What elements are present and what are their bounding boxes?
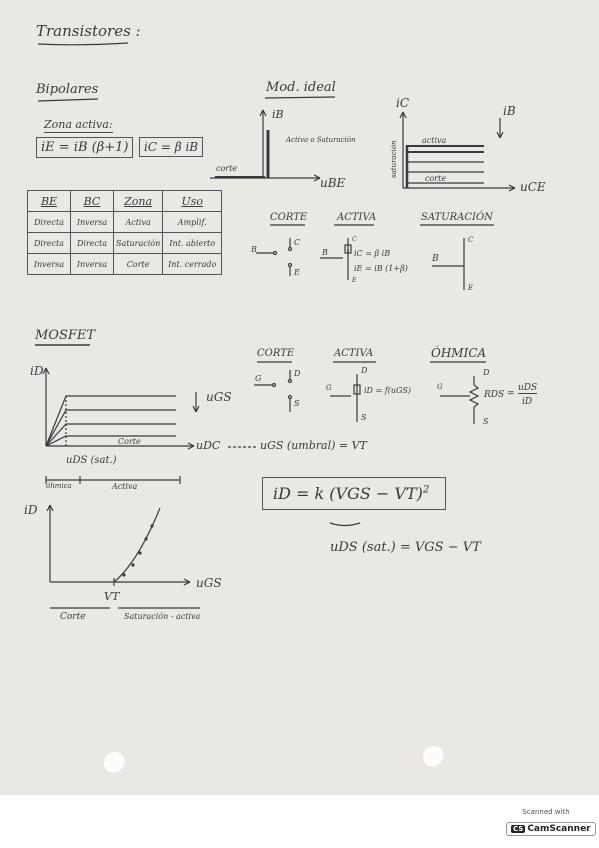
camscanner-watermark: Scanned with CS CamScanner xyxy=(506,808,596,836)
mosfet-corte-drain: D xyxy=(294,369,301,378)
table-cell: Inversa xyxy=(70,211,114,233)
bjt-corte-emitter: E xyxy=(294,268,300,277)
bjt-corte-collector: C xyxy=(294,238,301,247)
mosfet-activa-title: ACTIVA xyxy=(334,348,374,359)
mosfet-graph2-cutoff: Corte xyxy=(60,612,86,622)
camscanner-brand: CamScanner xyxy=(527,824,591,834)
table-header-cell: BC xyxy=(70,190,114,212)
table-row: Inversa Inversa Corte Int. cerrado xyxy=(27,253,223,275)
bjt-activa-eq2: iE = iB (1+β) xyxy=(354,264,408,273)
rds-equals-sign: = xyxy=(507,389,515,399)
mosfet-ohmica-drain: D xyxy=(483,368,490,377)
threshold-voltage-label: uGS (umbral) = VT xyxy=(260,439,367,452)
bjt-graph2-y-axis: iC xyxy=(396,96,410,110)
bjt-saturacion-collector: C xyxy=(468,236,474,244)
table-cell: Activa xyxy=(112,211,164,233)
punch-hole xyxy=(423,746,445,768)
table-cell: Saturación xyxy=(112,232,164,254)
vt-label: VT xyxy=(104,590,120,603)
mosfet-activa-source: S xyxy=(361,413,367,422)
mosfet-ohmica-source: S xyxy=(483,417,489,426)
emitter-current-equation: iE = iB (β+1) xyxy=(36,137,134,158)
scanned-with-text: Scanned with xyxy=(522,808,570,816)
punch-hole xyxy=(104,752,126,774)
active-zone-label: Zona activa: xyxy=(44,118,113,133)
bjt-graph1-cutoff-label: corte xyxy=(216,164,238,173)
bjt-graph1-x-axis: uBE xyxy=(320,176,346,190)
bjt-activa-title: ACTIVA xyxy=(337,212,377,223)
handwritten-drawings xyxy=(35,42,516,609)
bjt-saturacion-title: SATURACIÓN xyxy=(421,212,493,223)
mosfet-activa-gate: G xyxy=(326,384,332,392)
table-cell: Directa xyxy=(27,211,71,233)
bjt-activa-emitter: E xyxy=(352,277,357,284)
bjt-graph2-param: iB xyxy=(503,104,516,118)
mosfet-graph2-y-axis: iD xyxy=(24,503,38,517)
drain-current-equation-text: iD = k (VGS − VT) xyxy=(273,484,423,503)
drain-current-equation: iD = k (VGS − VT)2 xyxy=(262,477,447,510)
mosfet-corte-source: S xyxy=(294,399,300,408)
mosfet-graph1-param: uGS xyxy=(206,390,232,404)
camscanner-badge: CS CamScanner xyxy=(506,822,596,836)
table-row: Directa Inversa Activa Amplif. xyxy=(27,211,223,233)
camscanner-logo-icon: CS xyxy=(511,825,526,833)
table-cell: Corte xyxy=(112,253,164,275)
collector-current-equation: iC = β iB xyxy=(139,137,204,157)
ideal-model-label: Mod. ideal xyxy=(266,80,336,95)
mosfet-graph2-x-axis: uGS xyxy=(196,576,222,590)
bjt-graph2-saturation-label: saturación xyxy=(390,140,398,179)
mosfet-heading: MOSFET xyxy=(35,328,96,343)
table-cell: Directa xyxy=(70,232,114,254)
table-cell: Directa xyxy=(27,232,71,254)
table-row: Directa Directa Saturación Int. abierto xyxy=(27,232,223,254)
bjt-graph1-y-axis: iB xyxy=(272,108,284,121)
table-cell: Inversa xyxy=(70,253,114,275)
ohmic-region-label: óhmica xyxy=(46,482,72,490)
mosfet-corte-gate: G xyxy=(255,374,262,383)
bjt-activa-collector: C xyxy=(352,236,357,243)
page-title: Transistores : xyxy=(36,22,141,40)
rds-numerator: uDS xyxy=(518,383,538,394)
table-header-cell: Uso xyxy=(162,190,223,212)
bjt-corte-title: CORTE xyxy=(270,212,308,223)
table-cell: Int. cerrado xyxy=(162,253,223,275)
mosfet-ohmica-gate: G xyxy=(437,383,443,391)
table-header-cell: Zona xyxy=(112,190,164,212)
mosfet-graph1-y-axis: iD xyxy=(30,364,44,378)
uds-sat-label: uDS (sat.) xyxy=(66,455,117,466)
mosfet-graph1-cutoff: Corte xyxy=(118,437,141,446)
rds-denominator: iD xyxy=(522,397,533,407)
bjt-graph2-cutoff-label: corte xyxy=(425,174,447,183)
table-header-cell: BE xyxy=(27,190,71,212)
bjt-activa-base: B xyxy=(322,248,328,257)
bjt-graph2-x-axis: uCE xyxy=(520,180,546,194)
bjt-graph2-active-label: activa xyxy=(422,136,447,145)
mosfet-ohmica-rds: RDS xyxy=(484,390,505,400)
table-cell: Inversa xyxy=(27,253,71,275)
bjt-graph1-curve-label: Activa o Saturación xyxy=(286,136,356,144)
bjt-saturacion-base: B xyxy=(432,254,439,264)
mosfet-activa-eq: iD = f(uGS) xyxy=(364,386,411,395)
table-cell: Int. abierto xyxy=(162,232,223,254)
mosfet-ohmica-title: ÓHMICA xyxy=(431,346,487,360)
mosfet-activa-drain: D xyxy=(361,366,368,375)
notebook-page: Transistores : Bipolares Zona activa: iE… xyxy=(0,0,599,795)
mosfet-corte-title: CORTE xyxy=(257,348,295,359)
equation-exponent: 2 xyxy=(422,484,430,496)
active-region-label: Activa xyxy=(112,482,138,491)
uds-sat-equation: uDS (sat.) = VGS − VT xyxy=(330,540,481,555)
bjt-saturacion-emitter: E xyxy=(468,284,474,292)
table-header-row: BE BC Zona Uso xyxy=(27,190,223,212)
bjt-corte-base: B xyxy=(251,245,257,254)
table-cell: Amplif. xyxy=(162,211,223,233)
mosfet-graph2-saturation: Saturación - activa xyxy=(124,612,201,621)
mosfet-graph1-x-axis: uDC xyxy=(196,439,221,452)
bipolar-heading: Bipolares xyxy=(36,82,99,97)
bjt-zones-table: BE BC Zona Uso Directa Inversa Activa Am… xyxy=(27,190,223,275)
bjt-activa-eq1: iC = β iB xyxy=(354,249,391,258)
